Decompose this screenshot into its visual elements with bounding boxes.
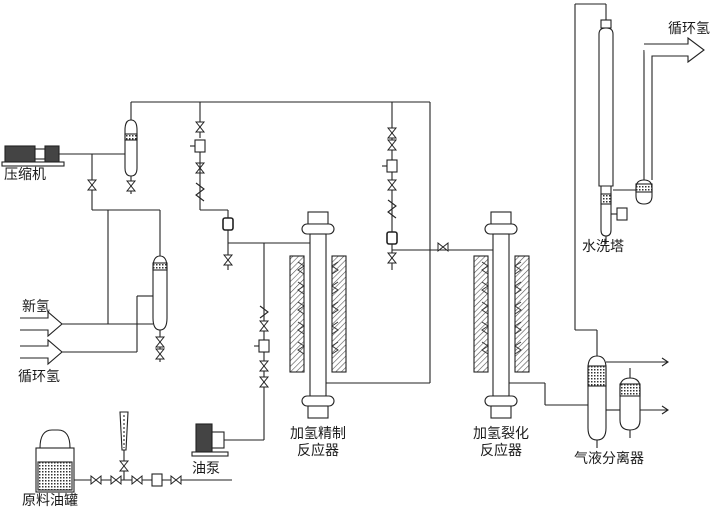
oil-pump-label: 油泵 bbox=[192, 461, 220, 477]
feed-tank-label: 原料油罐 bbox=[22, 493, 78, 509]
gas-liquid-separator-label: 气液分离器 bbox=[574, 451, 644, 467]
hydrotreating-reactor-label: 加氢精制 反应器 bbox=[286, 426, 350, 460]
oil-pump bbox=[191, 423, 264, 457]
feed-oil-tank bbox=[35, 429, 232, 493]
hydrotreating-reactor-label-line2: 反应器 bbox=[297, 443, 339, 459]
recycle-hydrogen-outlet-label: 循环氢 bbox=[668, 21, 710, 37]
hydrocracking-reactor-label: 加氢裂化 反应器 bbox=[469, 426, 533, 460]
hydrogen-drum bbox=[152, 255, 168, 362]
water-wash-tower bbox=[598, 19, 628, 244]
compressor bbox=[1, 145, 131, 167]
knockout-drum bbox=[124, 112, 138, 194]
hydrocracking-reactor bbox=[473, 211, 530, 419]
recycle-hydrogen-inlet-label: 循环氢 bbox=[18, 369, 60, 385]
hydrocracking-reactor-label-line2: 反应器 bbox=[480, 443, 522, 459]
hydrotreating-reactor bbox=[289, 211, 347, 419]
compressor-label: 压缩机 bbox=[4, 167, 46, 183]
fresh-hydrogen-label: 新氢 bbox=[22, 299, 50, 315]
hydrocracking-reactor-label-line1: 加氢裂化 bbox=[473, 426, 529, 442]
gas-liquid-separator bbox=[587, 355, 669, 448]
hydrotreating-reactor-label-line1: 加氢精制 bbox=[290, 426, 346, 442]
water-wash-tower-label: 水洗塔 bbox=[582, 239, 624, 255]
